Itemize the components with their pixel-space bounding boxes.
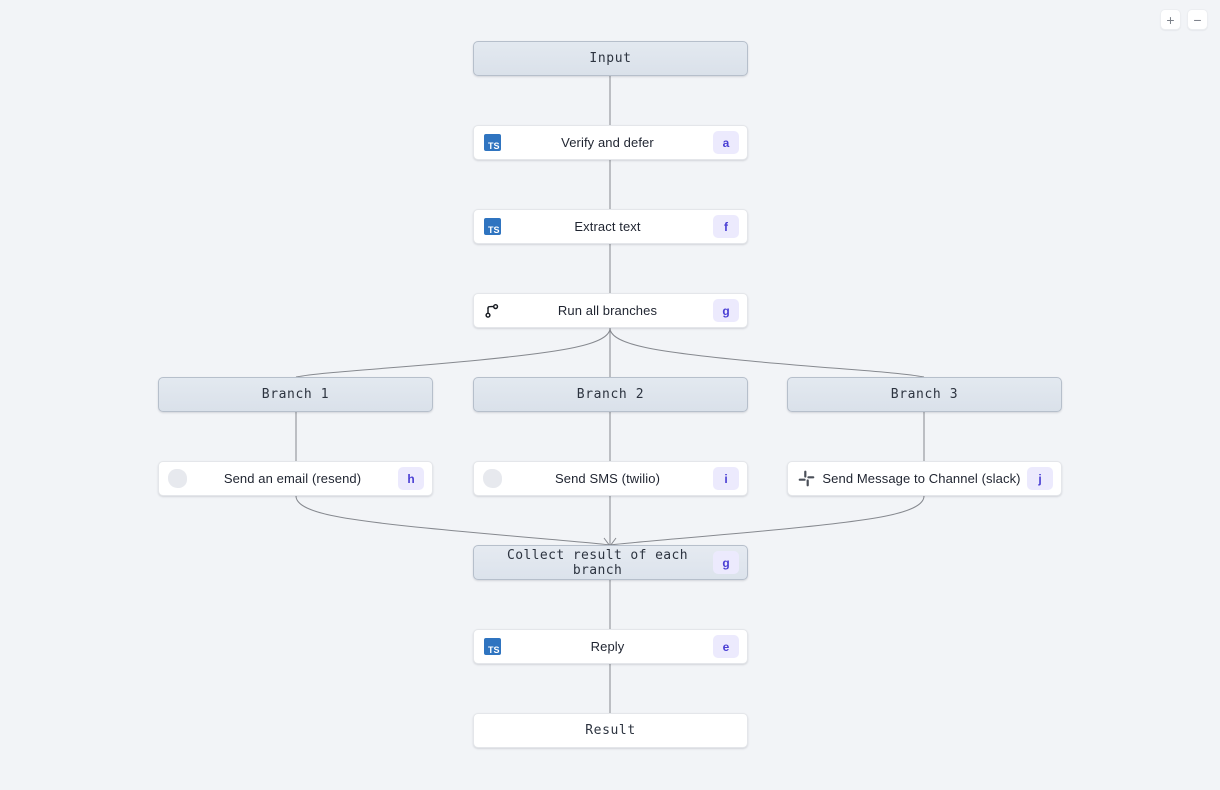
slack-icon — [796, 469, 816, 489]
node-branch-3[interactable]: Branch 3 — [787, 377, 1062, 412]
node-reply[interactable]: TS Reply e — [473, 629, 748, 664]
app-placeholder-icon-shape — [167, 469, 187, 488]
typescript-icon: TS — [482, 217, 502, 237]
typescript-icon-text: TS — [483, 218, 501, 235]
node-run-all-branches-badge[interactable]: g — [713, 299, 739, 322]
node-verify-and-defer[interactable]: TS Verify and defer a — [473, 125, 748, 160]
typescript-icon: TS — [482, 637, 502, 657]
node-branch-3-label: Branch 3 — [890, 387, 959, 402]
node-send-sms[interactable]: Send SMS (twilio) i — [473, 461, 748, 496]
node-send-sms-badge[interactable]: i — [713, 467, 739, 490]
node-send-an-email[interactable]: Send an email (resend) h — [158, 461, 433, 496]
app-placeholder-icon — [167, 469, 187, 489]
node-send-message-to-channel-badge[interactable]: j — [1027, 467, 1053, 490]
zoom-controls: + − — [1160, 9, 1208, 30]
typescript-icon: TS — [482, 133, 502, 153]
node-run-all-branches[interactable]: Run all branches g — [473, 293, 748, 328]
node-reply-badge[interactable]: e — [713, 635, 739, 658]
node-extract-text-badge[interactable]: f — [713, 215, 739, 238]
node-input-label: Input — [589, 51, 632, 66]
node-collect-result-label: Collect result of each branch — [507, 547, 688, 578]
node-extract-text[interactable]: TS Extract text f — [473, 209, 748, 244]
node-run-all-branches-label: Run all branches — [557, 303, 658, 318]
node-send-an-email-badge[interactable]: h — [398, 467, 424, 490]
zoom-out-button[interactable]: − — [1187, 9, 1208, 30]
typescript-icon-text: TS — [483, 134, 501, 151]
node-collect-result[interactable]: Collect result of each branch g — [473, 545, 748, 580]
node-result-label: Result — [585, 723, 636, 738]
branch-icon — [482, 301, 502, 321]
node-verify-and-defer-badge[interactable]: a — [713, 131, 739, 154]
node-collect-result-badge[interactable]: g — [713, 551, 739, 574]
typescript-icon-text: TS — [483, 638, 501, 655]
node-extract-text-label: Extract text — [574, 219, 641, 234]
node-reply-label: Reply — [590, 639, 625, 654]
app-placeholder-icon-shape — [482, 469, 502, 488]
app-placeholder-icon — [482, 469, 502, 489]
node-send-an-email-label: Send an email (resend) — [223, 471, 362, 486]
zoom-in-button[interactable]: + — [1160, 9, 1181, 30]
node-send-sms-label: Send SMS (twilio) — [554, 471, 660, 486]
node-result[interactable]: Result — [473, 713, 748, 748]
node-branch-2-label: Branch 2 — [576, 387, 645, 402]
node-input[interactable]: Input — [473, 41, 748, 76]
node-send-message-to-channel[interactable]: Send Message to Channel (slack) j — [787, 461, 1062, 496]
node-branch-2[interactable]: Branch 2 — [473, 377, 748, 412]
node-branch-1-label: Branch 1 — [261, 387, 330, 402]
node-verify-and-defer-label: Verify and defer — [561, 135, 654, 150]
node-branch-1[interactable]: Branch 1 — [158, 377, 433, 412]
node-send-message-to-channel-label: Send Message to Channel (slack) — [822, 471, 1021, 486]
